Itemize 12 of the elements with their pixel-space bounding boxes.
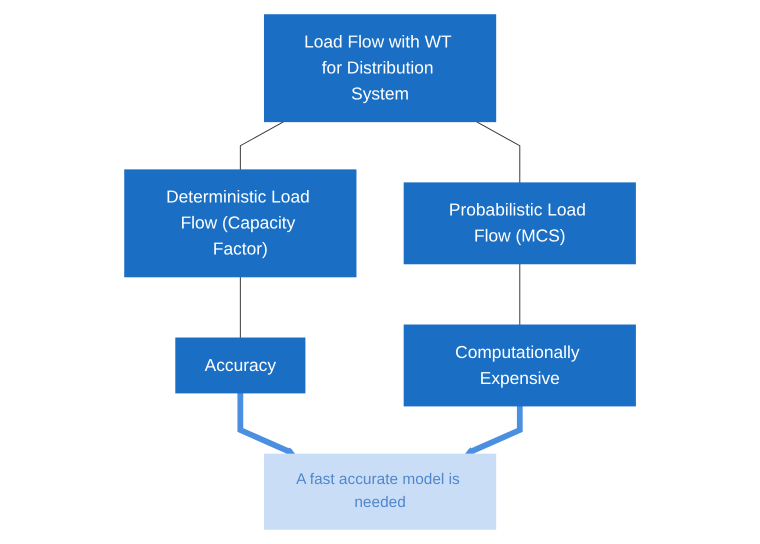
node-box: Deterministic Load Flow (Capacity Factor) [124, 169, 356, 278]
node-box: Probabilistic Load Flow (MCS) [404, 182, 636, 264]
arrow [237, 392, 296, 456]
connector [476, 121, 520, 184]
connector [240, 121, 284, 170]
connector [519, 263, 520, 326]
node-box: A fast accurate model is needed [264, 454, 496, 530]
node-box: Accuracy [175, 338, 306, 394]
node-box: Computationally Expensive [404, 324, 636, 406]
connector [240, 276, 241, 338]
node-box: Load Flow with WT for Distribution System [264, 14, 496, 122]
arrow [464, 406, 523, 456]
